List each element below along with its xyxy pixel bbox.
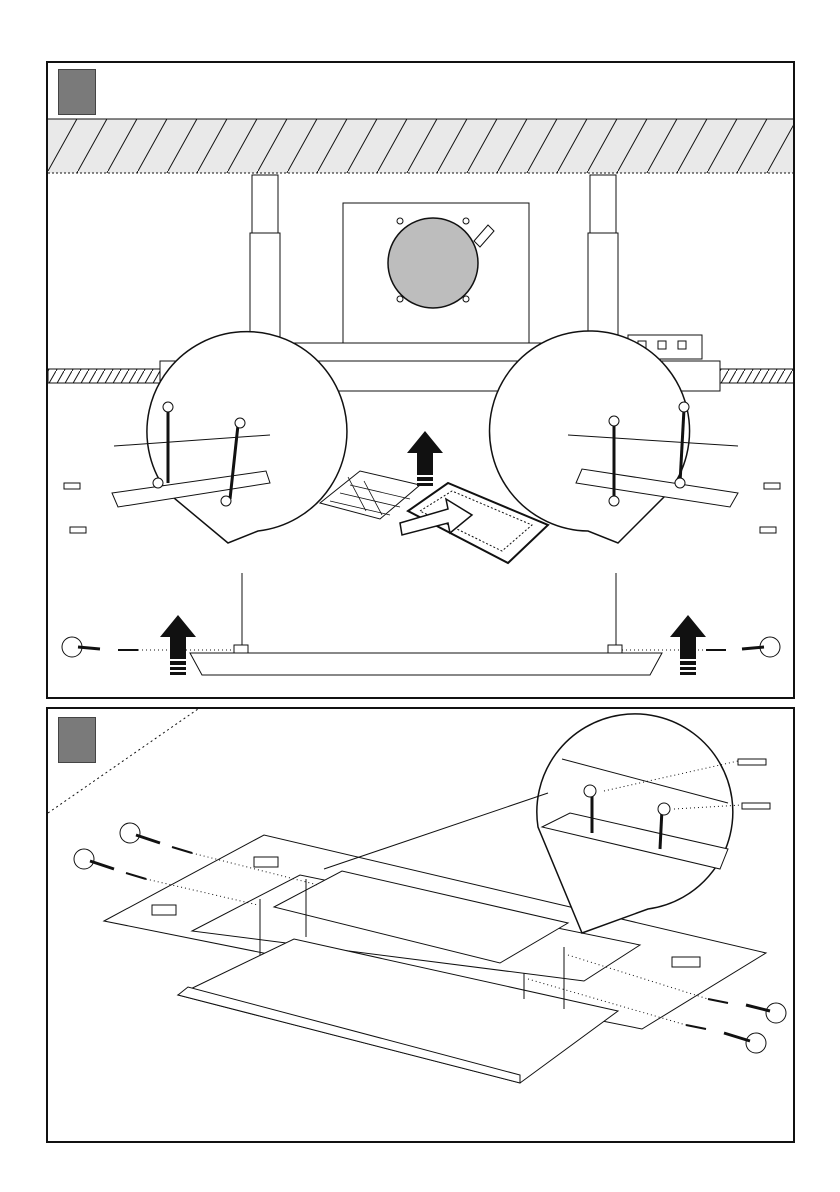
hood-lower-panel xyxy=(190,573,662,675)
lift-arrow-left xyxy=(160,615,196,675)
ceiling xyxy=(48,119,795,173)
detail-magnifier xyxy=(537,714,733,933)
step-2-illustration xyxy=(48,709,795,1143)
step-1-illustration xyxy=(48,63,795,699)
lift-arrow-center xyxy=(407,431,443,486)
detail-magnifier-left xyxy=(112,332,347,543)
support-leg-left xyxy=(250,175,280,343)
ceiling-edge xyxy=(48,709,198,813)
motor-housing xyxy=(343,203,529,343)
magnifier-pointer xyxy=(324,793,548,869)
step-1-panel xyxy=(46,61,795,699)
support-leg-right xyxy=(588,175,618,343)
lift-arrow-right xyxy=(670,615,706,675)
step-2-panel xyxy=(46,707,795,1143)
